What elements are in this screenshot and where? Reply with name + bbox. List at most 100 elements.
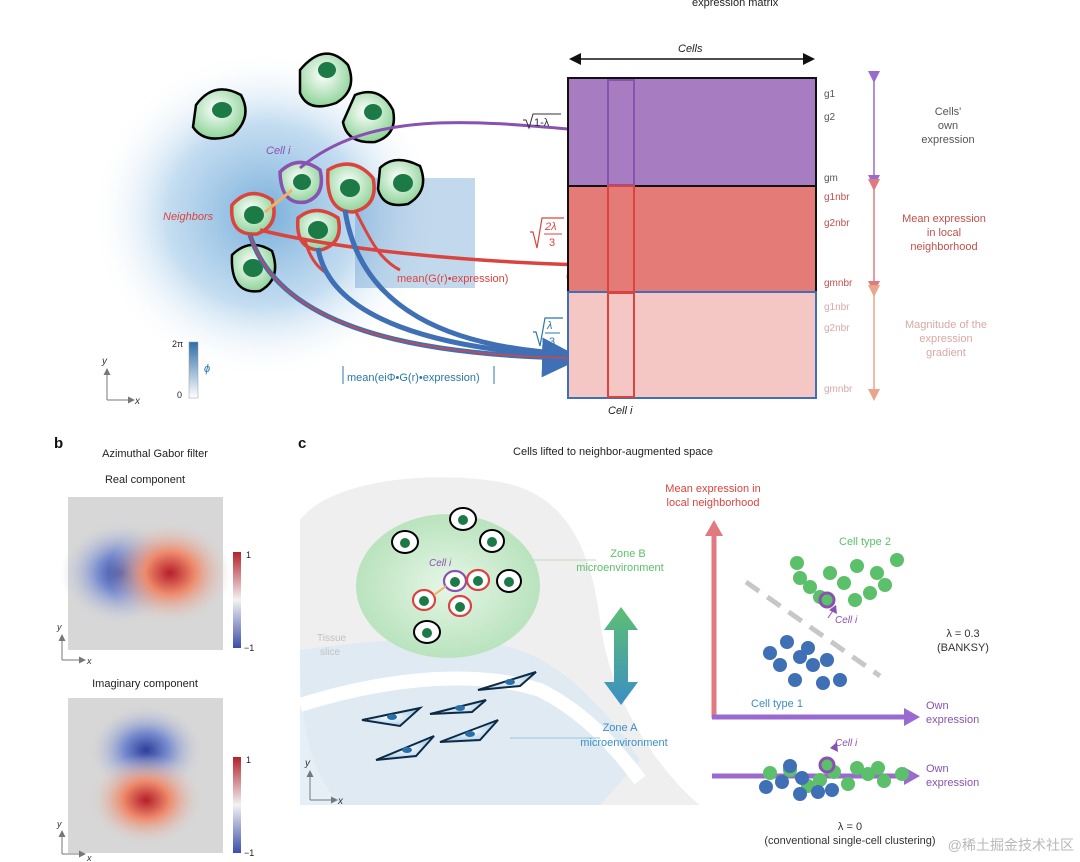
cell-type-2-point bbox=[803, 580, 817, 594]
y-axis-label: Mean expression in bbox=[665, 483, 760, 495]
banksy-scatter bbox=[763, 553, 904, 690]
panel-b: b Azimuthal Gabor filter Real component … bbox=[54, 435, 254, 862]
cell-type-2-label: Cell type 2 bbox=[839, 536, 891, 548]
cell bbox=[496, 569, 522, 593]
own-desc: own bbox=[938, 120, 958, 132]
gene-own: gm bbox=[824, 173, 838, 184]
grad-desc: gradient bbox=[926, 347, 966, 359]
real-title: Real component bbox=[105, 474, 185, 486]
zone-double-arrow bbox=[604, 607, 638, 705]
gene-grad: gmnbr bbox=[824, 384, 853, 395]
spindle-cell bbox=[429, 699, 487, 715]
cell-i-point bbox=[818, 756, 836, 774]
spindle-cell bbox=[477, 671, 537, 691]
cell bbox=[391, 530, 419, 554]
cell-type-1-point bbox=[820, 653, 834, 667]
cell bbox=[413, 620, 441, 644]
axes-indicator-b2: y x bbox=[56, 819, 92, 862]
phi-symbol: ϕ bbox=[204, 363, 210, 375]
axes-indicator-c: y x bbox=[304, 758, 344, 807]
gabor-formula: mean(eiΦ•G(r)•expression) bbox=[342, 366, 495, 384]
separation-line bbox=[744, 579, 882, 679]
cell-type-1-point bbox=[825, 783, 839, 797]
cell-type-1-point bbox=[816, 676, 830, 690]
gene-nbr: g1nbr bbox=[824, 192, 850, 203]
own-expression-arrow bbox=[299, 117, 596, 170]
gradient-arrow-inner bbox=[249, 234, 573, 359]
axes-indicator-a: y x bbox=[101, 356, 141, 407]
panel-b-title: Azimuthal Gabor filter bbox=[102, 448, 208, 460]
gene-own: g1 bbox=[824, 89, 836, 100]
cell-i-bottom-label: Cell i bbox=[608, 405, 633, 417]
lambda-banksy: λ = 0.3 bbox=[946, 628, 979, 640]
cell-type-1-point bbox=[793, 650, 807, 664]
panel-c-letter: c bbox=[298, 435, 306, 452]
imag-cb-bottom: −1 bbox=[244, 848, 254, 858]
cell-type-2-point bbox=[877, 774, 891, 788]
nbr-desc: neighborhood bbox=[910, 241, 977, 253]
grad-desc: expression bbox=[919, 333, 972, 345]
cell bbox=[479, 529, 505, 553]
cell-type-1-point bbox=[793, 787, 807, 801]
zone-b-label: microenvironment bbox=[576, 562, 663, 574]
gene-own: g2 bbox=[824, 112, 836, 123]
tissue-label: slice bbox=[320, 647, 340, 658]
cell-type-2-point bbox=[837, 576, 851, 590]
x-axis-label: expression bbox=[926, 714, 979, 726]
panel-c: c Cells lifted to neighbor-augmented spa… bbox=[297, 435, 989, 847]
neighbor-expression-block bbox=[567, 185, 817, 293]
zone-a-cells bbox=[361, 671, 537, 761]
neighbor-mean-arrow bbox=[353, 209, 401, 272]
cell-i-point bbox=[818, 591, 836, 609]
x-axis-label: Own bbox=[926, 700, 949, 712]
y-axis-label: local neighborhood bbox=[667, 497, 760, 509]
cell-type-2-point bbox=[871, 761, 885, 775]
x-axis-conv-label: expression bbox=[926, 777, 979, 789]
neighbors-label: Neighbors bbox=[163, 211, 214, 223]
cell-type-1-point bbox=[775, 775, 789, 789]
cell-type-2-point bbox=[813, 773, 827, 787]
neighbor-link bbox=[264, 188, 293, 214]
svg-text:λ: λ bbox=[546, 320, 552, 332]
mean-expression-formula: mean(G(r)•expression) bbox=[397, 273, 508, 285]
cell-type-2-point bbox=[890, 553, 904, 567]
cell-i-pointer-conv bbox=[830, 742, 838, 752]
svg-text:x: x bbox=[134, 396, 141, 407]
tissue-label: Tissue bbox=[317, 633, 347, 644]
imaginary-component-map bbox=[68, 698, 223, 853]
cell-i-column bbox=[607, 292, 635, 398]
cell-type-1-point bbox=[788, 673, 802, 687]
cell-i-conv-label: Cell i bbox=[835, 738, 858, 749]
cell-type-1-point bbox=[795, 771, 809, 785]
cell-type-1-point bbox=[773, 658, 787, 672]
gene-grad: g1nbr bbox=[824, 302, 850, 313]
spindle-cell bbox=[361, 706, 424, 728]
axes-indicator-b1: y x bbox=[56, 622, 92, 666]
cell-type-2-point bbox=[793, 571, 807, 585]
cell-i-label-c: Cell i bbox=[429, 558, 452, 569]
coef-neighbor: 2λ 3 bbox=[530, 217, 564, 249]
gradient-block bbox=[567, 291, 817, 399]
svg-text:3: 3 bbox=[549, 237, 555, 249]
cell-type-1-point bbox=[806, 658, 820, 672]
zone-a-label: Zone A bbox=[603, 722, 639, 734]
real-component-map bbox=[60, 497, 232, 650]
neighbor-cell bbox=[465, 568, 491, 592]
cell-type-2-point bbox=[895, 767, 909, 781]
own-expression-block bbox=[567, 77, 817, 187]
tissue-fold bbox=[297, 671, 646, 785]
cell-type-1-point bbox=[833, 673, 847, 687]
cell-type-1-point bbox=[801, 641, 815, 655]
lambda-zero: (conventional single-cell clustering) bbox=[764, 835, 935, 847]
svg-text:x: x bbox=[337, 796, 344, 807]
coef-gradient: λ 3 bbox=[533, 317, 563, 348]
cell-type-2-point bbox=[848, 593, 862, 607]
gene-labels: g1 g2 gm g1nbr g2nbr gmnbr g1nbr g2nbr g… bbox=[824, 89, 853, 395]
y-axis-arrowhead bbox=[705, 520, 723, 536]
neighbor-mean-arrow bbox=[259, 228, 595, 279]
svg-text:x: x bbox=[86, 853, 92, 862]
zone-b-label: Zone B bbox=[610, 548, 645, 560]
cell-type-2-point bbox=[850, 559, 864, 573]
cell-type-1-point bbox=[759, 780, 773, 794]
cell bbox=[191, 88, 247, 140]
